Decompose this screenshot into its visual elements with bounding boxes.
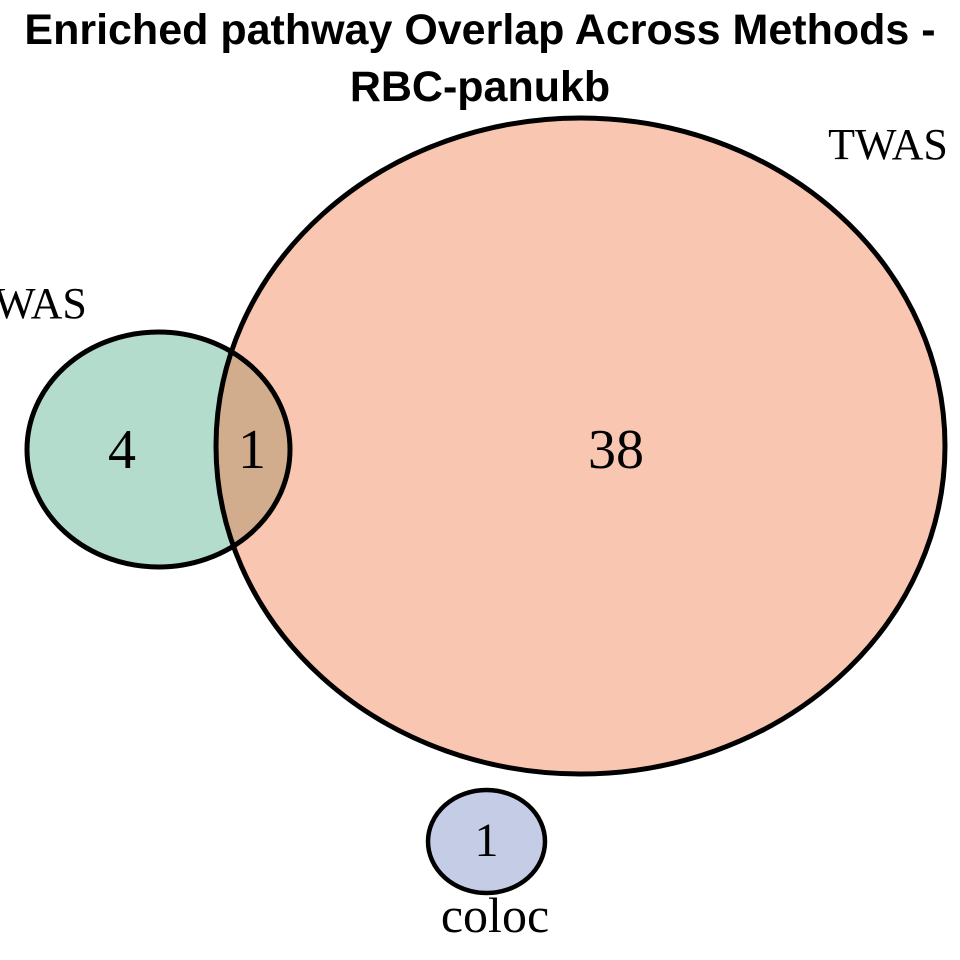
chart-title-line2: RBC-panukb xyxy=(349,63,611,111)
chart-title: Enriched pathway Overlap Across Methods … xyxy=(0,2,960,116)
overlap-count: 1 xyxy=(238,419,266,481)
left-set-ellipse-outline xyxy=(24,329,293,570)
coloc-set-label: coloc xyxy=(441,887,549,943)
left-set-label: WAS xyxy=(0,279,87,328)
twas-set-label: TWAS xyxy=(828,120,948,169)
left-only-count: 4 xyxy=(108,419,136,481)
coloc-set-ellipse xyxy=(425,787,548,896)
chart-title-line1: Enriched pathway Overlap Across Methods … xyxy=(24,6,936,54)
twas-set-ellipse-outline xyxy=(213,115,948,777)
twas-set-ellipse-fill xyxy=(216,118,945,774)
twas-only-count: 38 xyxy=(588,419,644,481)
coloc-count: 1 xyxy=(475,814,499,867)
